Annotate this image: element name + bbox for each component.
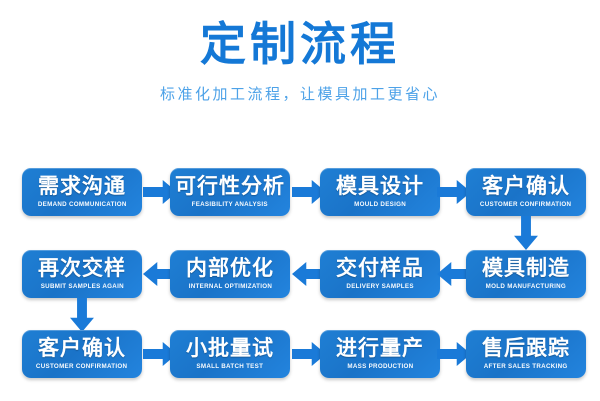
flow-step-mold-manufacturing[interactable]: 模具制造 MOLD MANUFACTURING [466,250,586,298]
flow-step-label-cn: 再次交样 [38,256,126,280]
flow-step-delivery-samples[interactable]: 交付样品 DELIVERY SAMPLES [320,250,440,298]
flow-step-label-en: FEASIBILITY ANALYSIS [191,200,269,208]
flow-step-label-en: CUSTOMER CONFIRMATION [480,200,572,208]
flow-step-submit-samples-again[interactable]: 再次交样 SUBMIT SAMPLES AGAIN [22,250,142,298]
flow-step-label-cn: 客户确认 [482,174,570,198]
flow-step-label-cn: 售后跟踪 [482,336,570,360]
flow-step-customer-confirmation-1[interactable]: 客户确认 CUSTOMER CONFIRMATION [466,168,586,216]
flow-step-label-cn: 模具制造 [482,256,570,280]
arrow-down-icon [70,298,94,332]
flow-step-mass-production[interactable]: 进行量产 MASS PRODUCTION [320,330,440,378]
flow-step-label-cn: 进行量产 [336,336,424,360]
flow-step-after-sales-tracking[interactable]: 售后跟踪 AFTER SALES TRACKING [466,330,586,378]
flow-step-label-cn: 客户确认 [38,336,126,360]
flow-step-mould-design[interactable]: 模具设计 MOULD DESIGN [320,168,440,216]
flow-step-label-en: INTERNAL OPTIMIZATION [188,282,272,290]
flow-step-label-en: MOULD DESIGN [354,200,406,208]
flow-step-small-batch-test[interactable]: 小批量试 SMALL BATCH TEST [170,330,290,378]
page-header: 定制流程 标准化加工流程，让模具加工更省心 [0,0,600,140]
page-title: 定制流程 [200,18,400,70]
arrow-down-icon [514,216,538,250]
flow-step-label-cn: 需求沟通 [38,174,126,198]
flow-step-feasibility-analysis[interactable]: 可行性分析 FEASIBILITY ANALYSIS [170,168,290,216]
page-subtitle: 标准化加工流程，让模具加工更省心 [159,86,440,103]
flow-step-label-en: SUBMIT SAMPLES AGAIN [40,282,124,290]
flow-step-label-en: AFTER SALES TRACKING [484,362,568,370]
flow-step-demand-communication[interactable]: 需求沟通 DEMAND COMMUNICATION [22,168,142,216]
flow-step-label-cn: 模具设计 [336,174,424,198]
flow-step-label-en: MOLD MANUFACTURING [485,282,567,290]
flow-step-label-cn: 小批量试 [186,336,274,360]
flow-step-label-en: CUSTOMER CONFIRMATION [36,362,128,370]
flow-step-label-en: DELIVERY SAMPLES [346,282,414,290]
flow-step-label-cn: 内部优化 [186,256,274,280]
flow-step-internal-optimization[interactable]: 内部优化 INTERNAL OPTIMIZATION [170,250,290,298]
flow-step-label-cn: 交付样品 [336,256,424,280]
flow-step-customer-confirmation-2[interactable]: 客户确认 CUSTOMER CONFIRMATION [22,330,142,378]
flow-step-label-en: SMALL BATCH TEST [196,362,264,370]
flow-step-label-en: DEMAND COMMUNICATION [37,200,127,208]
flow-step-label-en: MASS PRODUCTION [346,362,414,370]
flow-step-label-cn: 可行性分析 [175,174,285,198]
